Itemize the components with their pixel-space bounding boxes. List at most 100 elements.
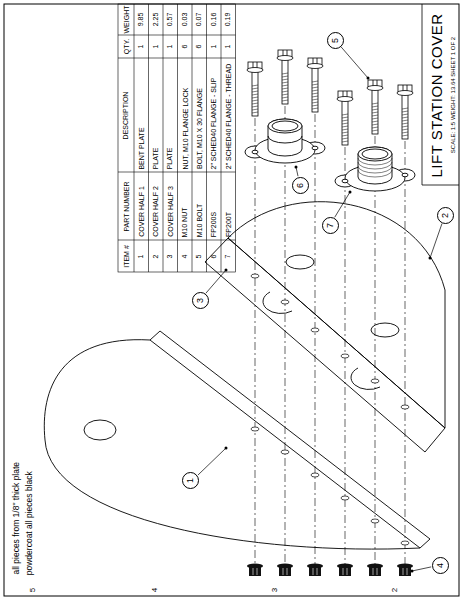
drawing-title: LIFT STATION COVER [429,13,444,177]
table-cell: NUT, M10 FLANGE LOCK [181,87,188,169]
table-cell: 6 [196,45,203,49]
nut-body [399,567,411,576]
sheet-border [4,4,459,596]
leader-dot [349,191,352,194]
bolt-washer [367,86,383,91]
leader-dot [225,447,228,450]
centerline [315,114,316,564]
nut-body [369,567,381,576]
plate-hole [84,420,116,440]
nut-faces [343,568,347,575]
table-cell: BENT PLATE [138,127,145,169]
nut-body [339,567,351,576]
table-cell: 0.03 [181,13,188,27]
flange-bolt [367,80,383,134]
table-cell: COVER HALF 2 [152,186,159,237]
table-cell: COVER HALF 3 [167,186,174,237]
table-frame [118,4,236,272]
flange-collar [268,119,302,156]
table-cell: BOLT, M10 X 30 FLANGE [196,88,203,169]
flange-bolt [247,62,263,116]
plates [44,202,445,549]
table-cell: ITEM # [122,245,129,268]
zone-number: 3 [271,588,279,592]
table-cell: 9.85 [138,13,145,27]
table-cell: 5 [196,254,203,258]
bolt-hole [402,173,408,177]
flange-bolt [337,91,353,145]
flange-bolt [277,50,293,104]
table-cell: 0.16 [210,13,217,27]
bolt-shaft [252,71,258,116]
table-cell: 6 [181,45,188,49]
flange-bolt [397,85,413,139]
bolt-thread [282,73,288,101]
bolt-washer [337,97,353,102]
cover-half-3 [205,238,445,452]
callout-number: 2 [441,212,450,217]
table-cell: M10 BOLT [196,204,203,237]
table-cell: 1 [152,45,159,49]
table-cell: 6 [210,254,217,258]
plate-bolt-hole [401,405,409,409]
bolt-shaft [312,67,318,112]
table-cell: 0.07 [196,13,203,27]
bolt-thread [342,114,348,142]
pipe-hole [286,255,314,269]
plate-bolt-hole [341,496,349,500]
bolt-washer [277,56,293,61]
plate-bolt-hole [311,328,319,332]
table-cell: 2" SCHED40 FLANGE - THREAD [225,64,232,169]
callout-number: 7 [326,222,335,227]
leader-lines [198,47,442,571]
callout-balloon: 4 [432,557,449,574]
nut-body [279,567,291,576]
pipe-hole [371,323,399,337]
nut-body [249,567,261,576]
table-row-lines [134,4,221,272]
callout-number: 4 [436,562,445,567]
leader-dot [411,570,414,573]
callout-number: 5 [331,37,340,42]
table-cell: 1 [210,45,217,49]
table-cell: PART NUMBER [123,181,130,231]
nut-faces [373,568,377,575]
bolt-thread [312,81,318,109]
bolt-hole [342,179,348,183]
collar-top [268,119,302,133]
flange-nut [367,564,383,577]
table-cell: 1 [138,254,145,258]
drawing-note: powdercoat all pieces black [25,471,34,575]
plate-bolt-hole [371,379,379,383]
table-column-lines [118,35,236,240]
callout-number: 6 [296,182,305,187]
leader-dot [429,257,432,260]
table-cell: 0.57 [167,13,174,27]
slip-flange [245,119,325,163]
flange-collar [358,147,392,184]
table-cell: 3 [167,254,174,258]
flange-bolt [307,58,323,112]
flange-nut [247,564,263,577]
table-cell: DESCRIPTION [122,91,129,139]
flange-nut [277,564,293,577]
collar-bore [272,121,298,131]
bolt-washer [397,91,413,96]
callout-balloon: 1 [182,472,199,489]
zone-number: 2 [391,588,399,592]
leader-dot [295,166,298,169]
table-cell: 7 [225,254,232,258]
zone-number: 5 [29,588,37,592]
centerline [255,118,256,564]
bolt-thread [372,103,378,131]
bolt-washer [307,64,323,69]
leader-line [198,47,442,571]
centerline [375,136,376,564]
bolt-shaft [372,89,378,134]
drawing-note: all pieces from 1/8" thick plate [12,462,21,575]
title-block-text: SCALE: 1:5 WEIGHT: 13.64 SHEET 1 OF 2 [450,37,456,153]
plate-bolt-hole [401,541,409,545]
threaded-flange [335,147,415,191]
table-cell: 1 [167,45,174,49]
